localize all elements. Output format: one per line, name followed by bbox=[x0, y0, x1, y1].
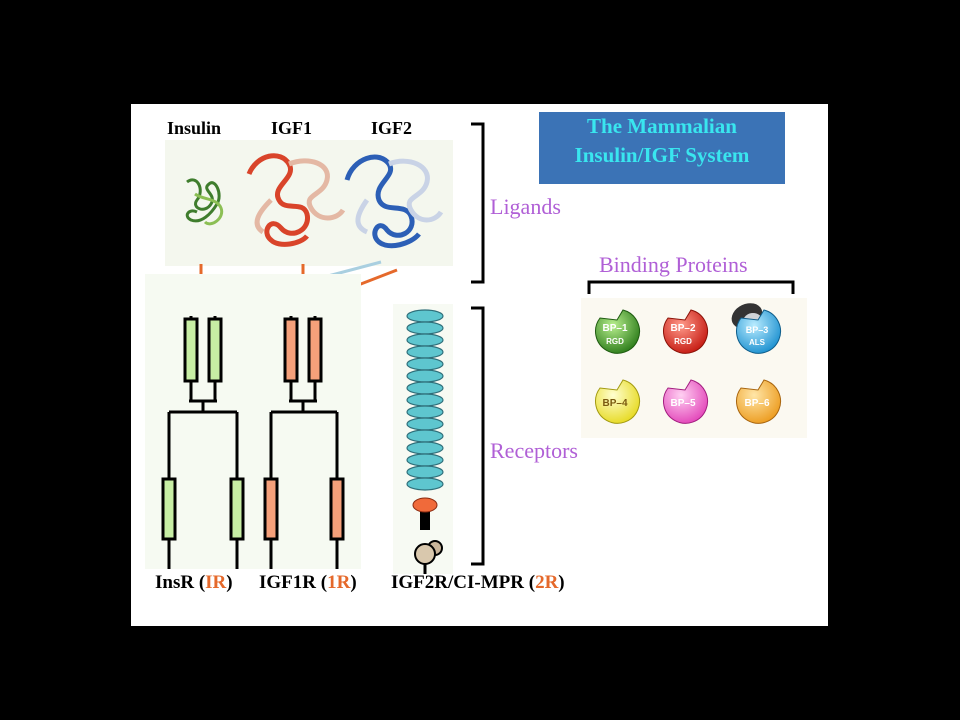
igf2r-name: IGF2R/CI-MPR bbox=[391, 572, 524, 593]
igf2r-domain-repeat bbox=[406, 477, 444, 491]
igf2-structure-icon bbox=[344, 154, 444, 249]
ligand-label-insulin: Insulin bbox=[167, 118, 222, 138]
igf2r-domain-repeat bbox=[406, 405, 444, 419]
igf2r-domain-repeat bbox=[406, 321, 444, 335]
igf2r-domain-repeat bbox=[406, 465, 444, 479]
insr-close-paren: ) bbox=[226, 572, 233, 593]
bp5-label: BP–5 bbox=[670, 398, 695, 409]
igf2r-domain-repeat bbox=[406, 393, 444, 407]
diagram-canvas: BP–1 RGD BP–2 RGD BP–3 ALS BP–4 BP–5 BP–… bbox=[145, 122, 807, 574]
binding-protein-bp1-icon bbox=[595, 309, 640, 354]
igf1r-close-paren: ) bbox=[350, 572, 357, 593]
igf2r-domain-repeat bbox=[406, 441, 444, 455]
binding-protein-bp2-icon bbox=[663, 309, 708, 354]
binding-protein-bp6-icon bbox=[736, 379, 781, 424]
igf2r-domain-repeat bbox=[406, 453, 444, 467]
igf2r-domain-repeat bbox=[406, 417, 444, 431]
bp4-label: BP–4 bbox=[602, 398, 627, 409]
igf2r-receptor-diagram bbox=[393, 304, 453, 574]
bp1-sub: RGD bbox=[606, 337, 624, 346]
bp6-label: BP–6 bbox=[744, 398, 769, 409]
insr-receptor-diagram bbox=[161, 316, 245, 569]
igf1r-name: IGF1R bbox=[259, 572, 316, 593]
ligands-section-label: Ligands bbox=[490, 194, 561, 219]
igf2r-domain-repeat bbox=[406, 357, 444, 371]
binding-protein-bp4-icon bbox=[595, 379, 640, 424]
bp2-label: BP–2 bbox=[670, 323, 695, 334]
igf2r-domain-repeat bbox=[406, 429, 444, 443]
receptors-bracket bbox=[471, 306, 485, 566]
receptor-label-igf2r: IGF2R/CI-MPR (2R) bbox=[391, 572, 565, 594]
bp3-label: BP–3 bbox=[746, 325, 769, 335]
binding-protein-bp5-icon bbox=[663, 379, 708, 424]
bp2-sub: RGD bbox=[674, 337, 692, 346]
igf2r-close-paren: ) bbox=[558, 572, 565, 593]
insulin-structure-icon bbox=[185, 178, 224, 226]
ligand-label-igf2: IGF2 bbox=[371, 118, 413, 138]
igf2r-domain-repeat bbox=[406, 333, 444, 347]
title-line-1: The Mammalian bbox=[587, 114, 737, 138]
receptor-label-igf1r: IGF1R (1R) bbox=[259, 572, 357, 594]
title-box: The Mammalian Insulin/IGF System bbox=[539, 112, 785, 184]
binding-proteins-section-label: Binding Proteins bbox=[599, 252, 748, 277]
receptor-label-insr: InsR (IR) bbox=[155, 572, 233, 594]
bp1-label: BP–1 bbox=[602, 323, 627, 334]
insr-abbr: IR bbox=[205, 572, 227, 593]
igf2r-domain-repeat bbox=[406, 309, 444, 323]
igf2r-open-paren: ( bbox=[528, 572, 536, 593]
igf2r-abbr: 2R bbox=[535, 572, 559, 593]
ligand-label-igf1: IGF1 bbox=[271, 118, 313, 138]
igf1r-receptor-diagram bbox=[263, 316, 345, 569]
title-line-2: Insulin/IGF System bbox=[574, 143, 750, 167]
insr-name: InsR bbox=[155, 572, 195, 593]
igf1-structure-icon bbox=[246, 153, 346, 247]
igf2r-domain-repeat bbox=[406, 345, 444, 359]
binding-proteins-bracket bbox=[587, 280, 795, 294]
insr-open-paren: ( bbox=[198, 572, 206, 593]
igf2r-domain-repeat bbox=[406, 369, 444, 383]
ligands-bracket bbox=[471, 122, 485, 284]
binding-protein-bp3-icon bbox=[731, 303, 781, 354]
igf1r-open-paren: ( bbox=[320, 572, 328, 593]
bp3-sub: ALS bbox=[749, 338, 766, 347]
slide: BP–1 RGD BP–2 RGD BP–3 ALS BP–4 BP–5 BP–… bbox=[131, 104, 828, 626]
ligand-structures-panel bbox=[165, 140, 453, 266]
igf1r-abbr: 1R bbox=[327, 572, 351, 593]
igf2r-domain-repeat bbox=[406, 381, 444, 395]
receptor-panel-bg bbox=[145, 274, 361, 569]
receptors-section-label: Receptors bbox=[490, 438, 578, 463]
